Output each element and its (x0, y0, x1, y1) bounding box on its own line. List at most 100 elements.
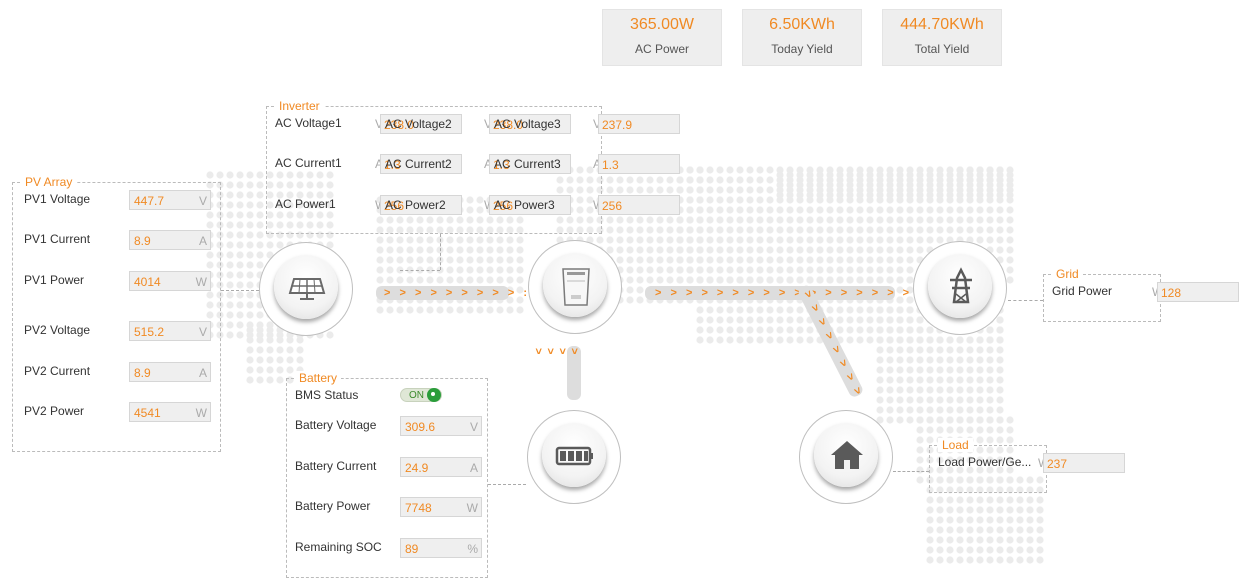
load-device[interactable] (799, 410, 893, 504)
pv-row-unit: W (195, 406, 207, 420)
ac-current1-unit: A (375, 157, 384, 171)
total-yield-value: 444.70KWh (900, 16, 984, 33)
ac-current3-value: 1.3 (602, 158, 619, 172)
pv-row-field[interactable]: 4541 W (129, 402, 211, 422)
ac-current2-field[interactable]: 1.3 AC Current3 (489, 154, 571, 174)
battery-row-unit: A (469, 461, 478, 475)
battery-row-value: 89 (405, 542, 419, 556)
battery-row-unit: V (469, 420, 478, 434)
battery-row-value: 7748 (405, 501, 432, 515)
battery-row-field[interactable]: 24.9 A (400, 457, 482, 477)
battery-row-field[interactable]: 309.6 V (400, 416, 482, 436)
ac-power3-field[interactable]: 256 (598, 195, 680, 215)
ac-power2-field[interactable]: 256 AC Power3 (489, 195, 571, 215)
pv-row-label: PV1 Voltage (24, 192, 91, 206)
ac-current1-label: AC Current1 (275, 156, 342, 170)
battery-icon (555, 446, 593, 466)
pv-row-field[interactable]: 447.7 V (129, 190, 211, 210)
battery-row-unit: W (466, 501, 478, 515)
ac-voltage2-field[interactable]: 238.0 AC Voltage3 (489, 114, 571, 134)
pv-row-value: 447.7 (134, 194, 165, 208)
pv-array-device[interactable] (259, 242, 353, 336)
battery-flow-arrows: > > > > (532, 348, 580, 358)
ac-voltage1-field[interactable]: 238.0 AC Voltage2 (380, 114, 462, 134)
pv-row-unit: A (198, 366, 207, 380)
grid-power-label: Grid Power (1052, 284, 1113, 298)
ac-power-label: AC Power (634, 42, 690, 56)
ac-voltage1-unit: V (375, 117, 384, 131)
ac-power2-label: AC Power2 (385, 198, 446, 212)
load-power-value: 237 (1047, 457, 1068, 471)
inverter-to-grid-track: > > > > > > > > > > > > > > > > > > > > (645, 286, 956, 300)
load-power-field[interactable]: 237 (1043, 453, 1125, 473)
battery-row-field[interactable]: 7748 W (400, 497, 482, 517)
ac-current1-value: 1.3 (384, 158, 401, 172)
pv-array-group: PV Array (12, 175, 221, 452)
pv-row-value: 515.2 (134, 325, 165, 339)
bms-status-toggle[interactable]: ON (400, 388, 442, 402)
bms-status-state: ON (409, 390, 424, 401)
ac-voltage3-label: AC Voltage3 (494, 117, 561, 131)
total-yield-label: Total Yield (914, 42, 970, 56)
grid-power-field[interactable]: 128 (1157, 282, 1239, 302)
today-yield-card: 6.50KWh Today Yield (742, 9, 862, 66)
pv-row-field[interactable]: 8.9 A (129, 362, 211, 382)
ac-power-value: 365.00W (629, 16, 695, 33)
grid-power-value: 128 (1161, 286, 1182, 300)
ac-current1-field[interactable]: 1.3 AC Current2 (380, 154, 462, 174)
ac-current3-label: AC Current3 (494, 157, 561, 171)
ac-power1-field[interactable]: 256 AC Power2 (380, 195, 462, 215)
inverter-legend: Inverter (275, 99, 324, 113)
battery-row-label: Battery Current (295, 459, 377, 473)
battery-group: Battery (286, 371, 488, 578)
battery-legend: Battery (295, 371, 342, 385)
battery-row-label: Battery Power (295, 499, 371, 513)
ac-voltage3-value: 237.9 (602, 118, 633, 132)
battery-row-value: 24.9 (405, 461, 429, 475)
ac-power1-value: 256 (384, 199, 405, 213)
pv-row-unit: V (198, 325, 207, 339)
power-tower-icon (950, 267, 972, 304)
pv-row-field[interactable]: 515.2 V (129, 321, 211, 341)
load-power-label: Load Power/Ge... (938, 455, 1032, 469)
ac-current3-field[interactable]: 1.3 (598, 154, 680, 174)
grid-group: Grid (1043, 267, 1161, 322)
battery-row-field[interactable]: 89% (400, 538, 482, 558)
ac-power1-label: AC Power1 (275, 197, 336, 211)
pv-row-value: 8.9 (134, 366, 151, 380)
battery-row-value: 309.6 (405, 420, 436, 434)
ac-power-card: 365.00W AC Power (602, 9, 722, 66)
pv-row-value: 4014 (134, 275, 161, 289)
battery-row-label: Remaining SOC (295, 540, 382, 554)
load-legend: Load (938, 438, 973, 452)
ac-voltage2-unit: V (484, 117, 493, 131)
pv-row-label: PV2 Voltage (24, 323, 91, 337)
inverter-device[interactable] (528, 240, 622, 334)
grid-connector (1008, 300, 1043, 301)
pv-array-legend: PV Array (21, 175, 77, 189)
load-group: Load (929, 438, 1047, 493)
grid-device[interactable] (913, 241, 1007, 335)
ac-voltage3-field[interactable]: 237.9 (598, 114, 680, 134)
bms-status-label: BMS Status (295, 388, 359, 402)
ac-power2-value: 256 (493, 199, 514, 213)
pv-row-unit: V (198, 194, 207, 208)
pv-flow-arrows: > > > > > > > > > : (384, 287, 530, 299)
pv-row-label: PV1 Power (24, 273, 85, 287)
inverter-box-connector-v (440, 234, 441, 270)
pv-row-value: 4541 (134, 406, 161, 420)
ac-current3-unit: A (593, 157, 602, 171)
pv-row-value: 8.9 (134, 234, 151, 248)
ac-current2-unit: A (484, 157, 493, 171)
ac-current2-value: 1.3 (493, 158, 510, 172)
pv-row-label: PV2 Current (24, 364, 91, 378)
ac-voltage2-value: 238.0 (493, 118, 524, 132)
battery-device[interactable] (527, 410, 621, 504)
ac-power3-value: 256 (602, 199, 623, 213)
today-yield-value: 6.50KWh (769, 16, 835, 33)
battery-connector (488, 484, 526, 485)
pv-to-inverter-track: > > > > > > > > > : (376, 286, 527, 300)
pv-row-label: PV1 Current (24, 232, 91, 246)
